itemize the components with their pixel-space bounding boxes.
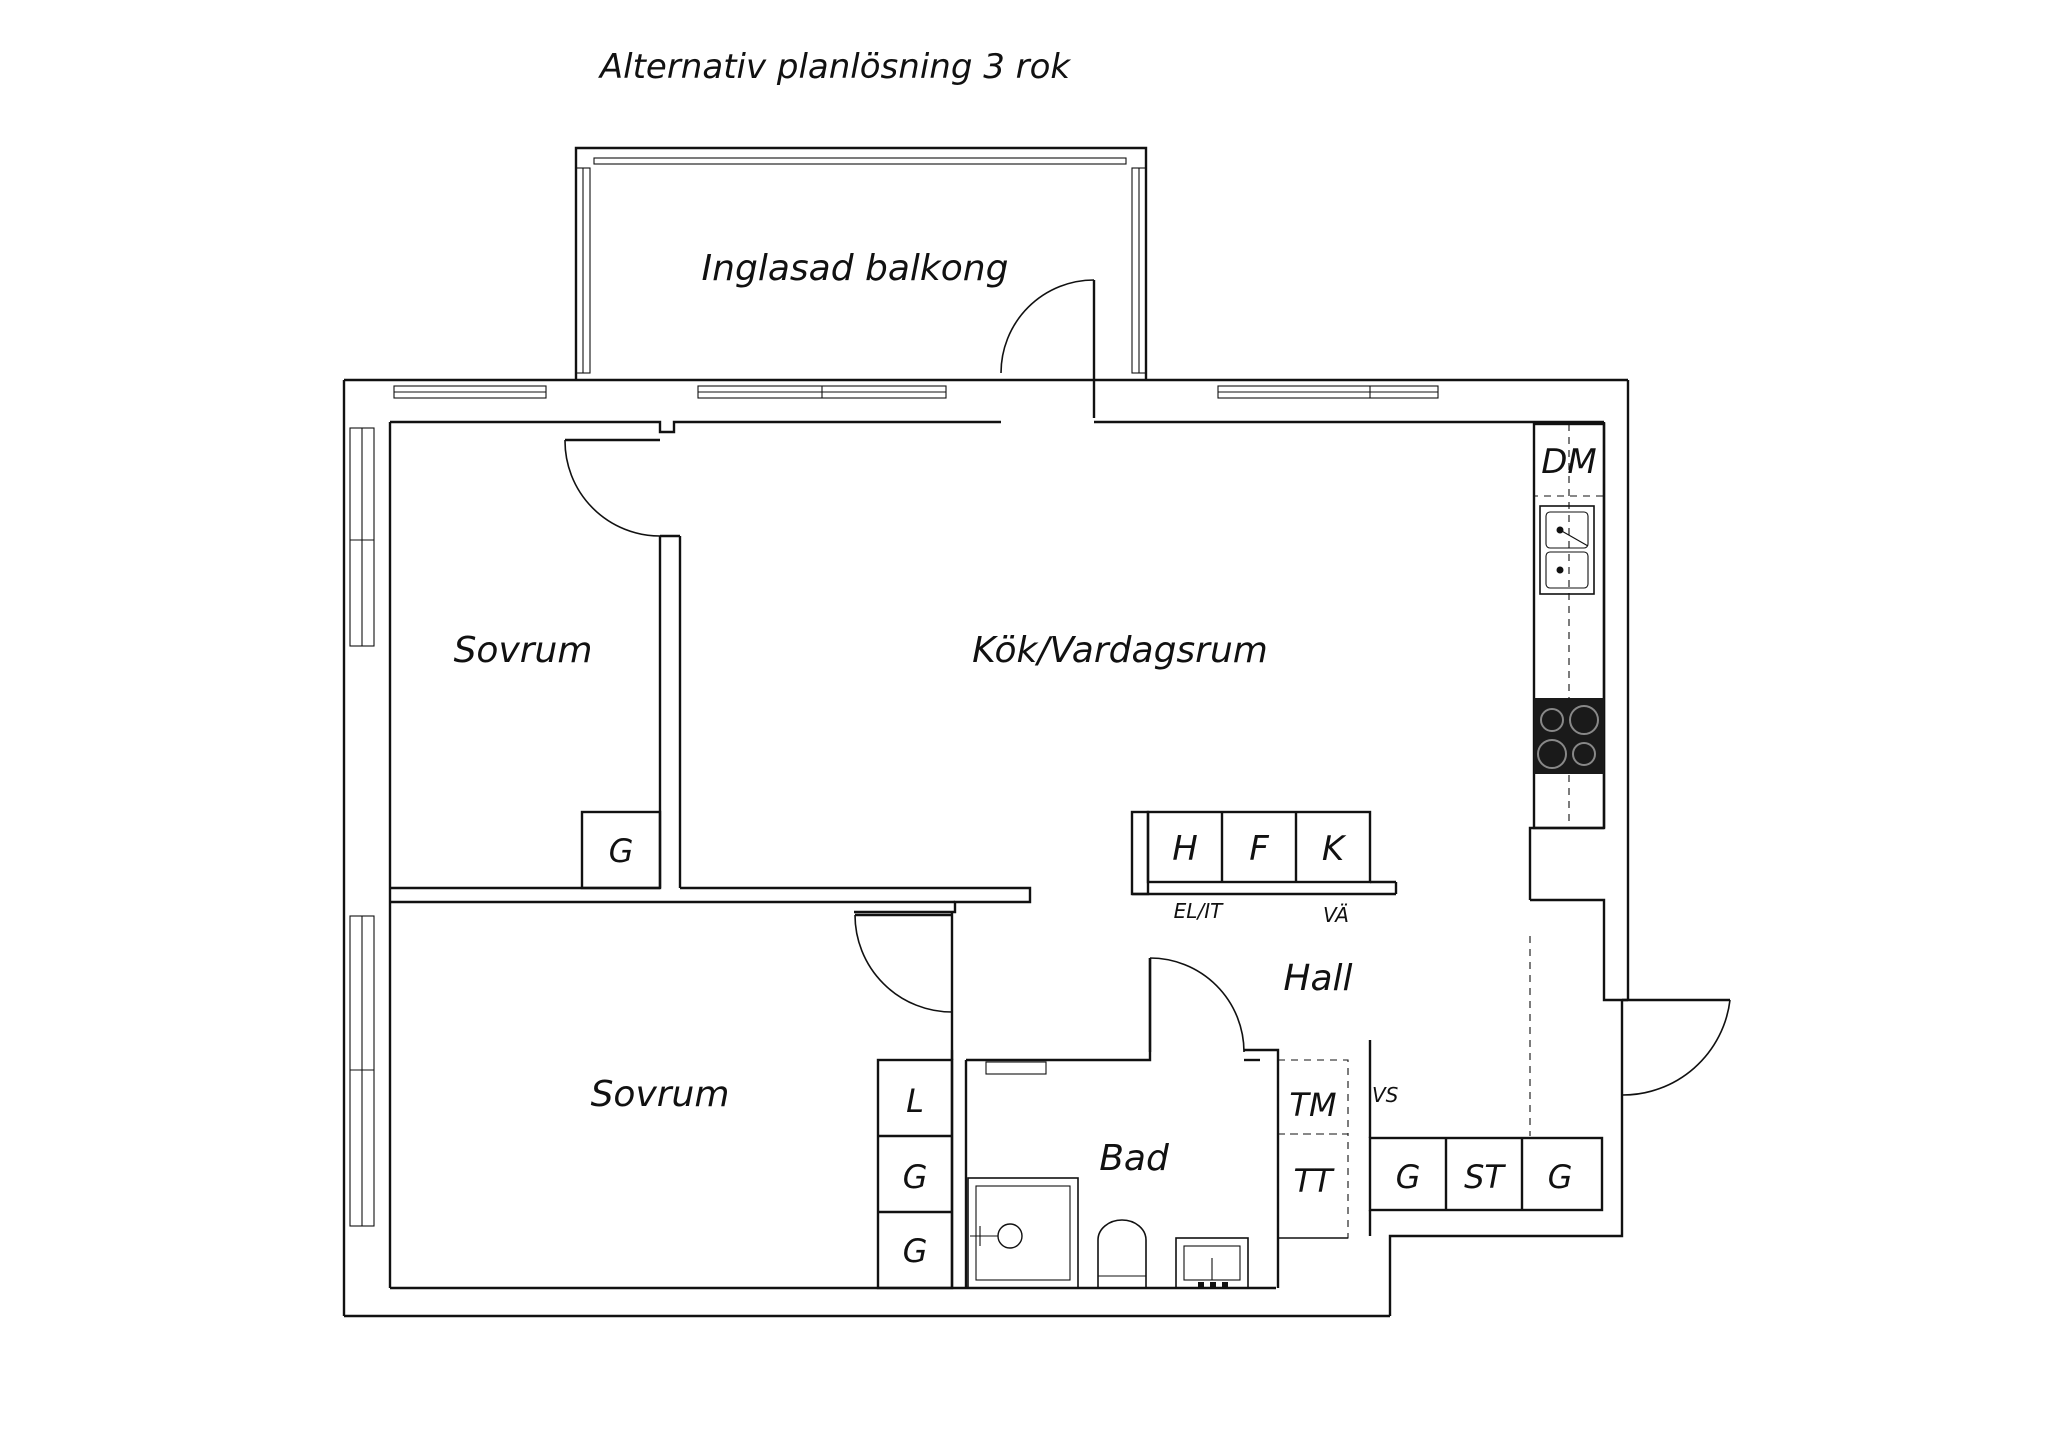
- bedroom-bottom-door[interactable]: [854, 913, 953, 1013]
- fixture-st: ST: [1464, 1158, 1506, 1196]
- fixture-g-b2: G: [903, 1232, 928, 1270]
- fixture-k: K: [1322, 829, 1347, 869]
- room-label-bedroom-top: Sovrum: [454, 630, 593, 671]
- fixture-g-hall2: G: [1548, 1158, 1573, 1196]
- label-va: VÄ: [1323, 903, 1349, 927]
- window-left-top: [349, 427, 375, 647]
- hall-wardrobes: [1368, 1136, 1604, 1236]
- label-vs: VS: [1372, 1083, 1399, 1107]
- room-label-bath: Bad: [1099, 1138, 1170, 1179]
- fixture-l: L: [906, 1082, 924, 1120]
- window-top-middle: [697, 385, 947, 399]
- fixture-g-b1: G: [903, 1158, 928, 1196]
- label-el-it: EL/IT: [1174, 899, 1224, 923]
- room-label-balcony: Inglasad balkong: [702, 248, 1009, 289]
- room-label-hall: Hall: [1283, 958, 1352, 999]
- window-top-right: [1217, 385, 1439, 399]
- bath-door[interactable]: [1148, 957, 1245, 1053]
- fixture-tm: TM: [1289, 1086, 1336, 1124]
- fixture-tt: TT: [1293, 1162, 1335, 1200]
- fixture-dm: DM: [1541, 442, 1597, 482]
- outer-walls: [342, 378, 1630, 1318]
- bedroom-top-door[interactable]: [564, 438, 661, 537]
- window-left-bottom: [349, 915, 375, 1227]
- wardrobe-top-bedroom: [580, 810, 662, 890]
- entrance-door[interactable]: [1620, 998, 1731, 1096]
- fixture-f: F: [1249, 829, 1269, 869]
- washer-dryer: [1277, 1059, 1349, 1239]
- room-label-bedroom-bottom: Sovrum: [591, 1074, 730, 1115]
- fixture-g-hall1: G: [1396, 1158, 1421, 1196]
- kitchen-counter: [1532, 422, 1606, 830]
- room-label-living: Kök/Vardagsrum: [972, 630, 1268, 671]
- kitchen-sink-icon: [1539, 505, 1595, 595]
- bath-radiator: [985, 1061, 1047, 1075]
- balcony-door[interactable]: [1000, 279, 1096, 418]
- window-top-left: [393, 385, 547, 399]
- plan-title: Alternativ planlösning 3 rok: [598, 47, 1072, 87]
- balcony: [574, 146, 1148, 380]
- toilet-icon: [1097, 1219, 1147, 1289]
- shower-icon: [967, 1177, 1079, 1289]
- stove-icon: [1534, 698, 1604, 774]
- washbasin-icon: [1175, 1237, 1249, 1289]
- wardrobes-bottom-bedroom: [876, 1058, 954, 1290]
- fixture-h: H: [1172, 829, 1198, 869]
- fixture-wardrobe-top: G: [609, 832, 634, 870]
- hall-cabinets: [1130, 810, 1398, 896]
